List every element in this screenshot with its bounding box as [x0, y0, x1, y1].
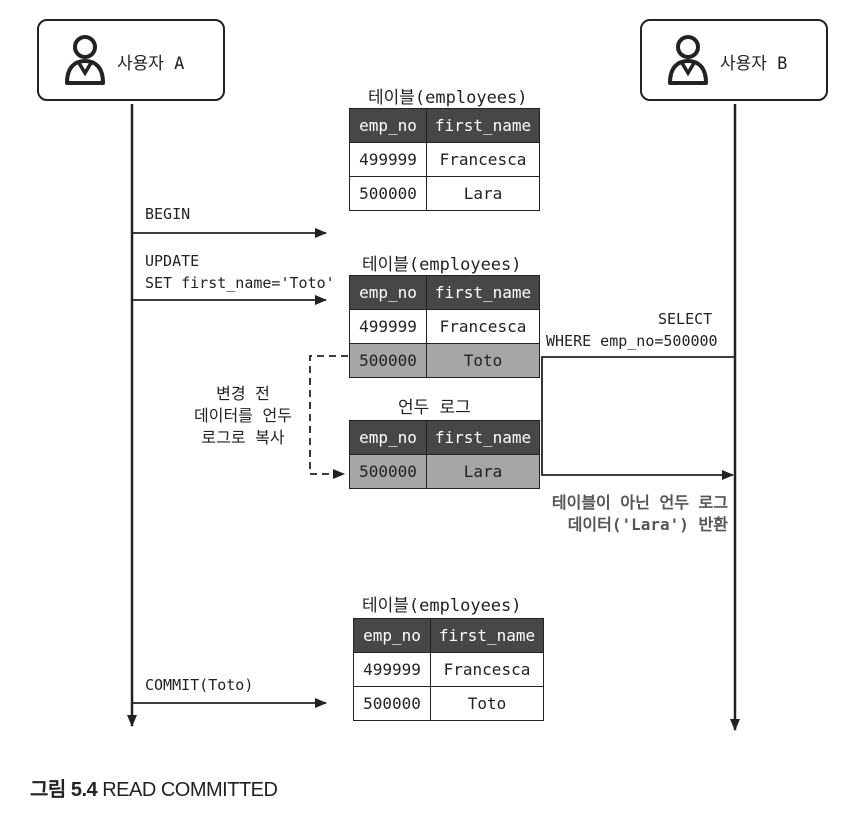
cell-emp-no: 499999 [349, 309, 427, 344]
undo-copy-path [309, 355, 348, 479]
table-row: 500000 Lara [349, 454, 540, 489]
undo-copy-note-line1: 변경 전 [216, 384, 270, 403]
header-emp-no: emp_no [349, 108, 427, 143]
update-message-line1: UPDATE [145, 252, 200, 270]
return-note-line1: 테이블이 아닌 언두 로그 [551, 493, 728, 512]
header-first-name: first_name [430, 618, 544, 653]
table-row: 499999 Francesca [353, 652, 544, 687]
figure-caption: 그림 5.4 READ COMMITTED [30, 773, 278, 802]
cell-emp-no: 500000 [349, 176, 427, 211]
table-row: 499999 Francesca [349, 142, 540, 177]
figure-number: 그림 5.4 [30, 779, 98, 801]
cell-first-name: Francesca [430, 652, 544, 687]
cell-first-name: Lara [426, 176, 540, 211]
actor-b-label: 사용자 B [720, 54, 788, 74]
return-note: 테이블이 아닌 언두 로그 데이터('Lara') 반환 [488, 492, 728, 536]
cell-emp-no: 500000 [349, 454, 427, 489]
table-committed-title: 테이블(employees) [362, 596, 522, 616]
cell-emp-no: 499999 [353, 652, 431, 687]
cell-first-name: Francesca [426, 142, 540, 177]
cell-emp-no: 500000 [353, 686, 431, 721]
actor-a-label: 사용자 A [117, 54, 185, 74]
cell-first-name: Lara [426, 454, 540, 489]
table-updated: emp_no first_name 499999 Francesca 50000… [349, 275, 540, 378]
select-message-line2: WHERE emp_no=500000 [546, 332, 718, 350]
header-emp-no: emp_no [353, 618, 431, 653]
table-committed: emp_no first_name 499999 Francesca 50000… [353, 618, 544, 721]
commit-message: COMMIT(Toto) [145, 676, 254, 694]
table-initial-title: 테이블(employees) [368, 88, 528, 108]
select-path [541, 356, 735, 480]
undo-copy-note-line2: 데이터를 언두 [194, 406, 292, 425]
return-note-line2: 데이터('Lara') 반환 [567, 515, 728, 534]
table-row: 500000 Toto [353, 686, 544, 721]
cell-first-name: Francesca [426, 309, 540, 344]
figure-title: READ COMMITTED [97, 779, 278, 801]
table-row: 500000 Lara [349, 176, 540, 211]
undo-log-table: emp_no first_name 500000 Lara [349, 420, 540, 489]
header-first-name: first_name [426, 275, 540, 310]
undo-copy-note-line3: 로그로 복사 [201, 428, 285, 447]
cell-first-name: Toto [426, 343, 540, 378]
header-emp-no: emp_no [349, 420, 427, 455]
cell-first-name: Toto [430, 686, 544, 721]
cell-emp-no: 499999 [349, 142, 427, 177]
undo-copy-note: 변경 전 데이터를 언두 로그로 복사 [178, 383, 308, 449]
header-first-name: first_name [426, 420, 540, 455]
begin-message: BEGIN [145, 205, 191, 223]
table-initial: emp_no first_name 499999 Francesca 50000… [349, 108, 540, 211]
user-icon [668, 35, 708, 85]
header-first-name: first_name [426, 108, 540, 143]
cell-emp-no: 500000 [349, 343, 427, 378]
update-message-line2: SET first_name='Toto' [145, 274, 335, 292]
select-message-line1: SELECT [658, 310, 713, 328]
header-emp-no: emp_no [349, 275, 427, 310]
actor-a: 사용자 A [37, 19, 225, 101]
table-row: 499999 Francesca [349, 309, 540, 344]
table-updated-title: 테이블(employees) [362, 255, 522, 275]
table-row-modified: 500000 Toto [349, 343, 540, 378]
actor-b: 사용자 B [640, 19, 828, 101]
undo-log-title: 언두 로그 [398, 398, 471, 418]
user-icon [65, 35, 105, 85]
